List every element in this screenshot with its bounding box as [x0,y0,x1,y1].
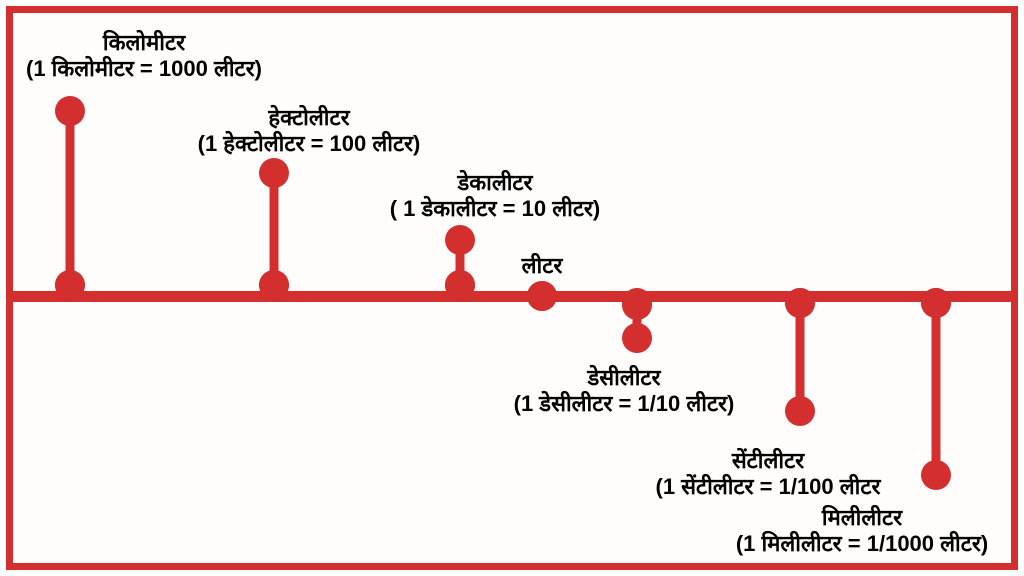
node-deciliter-bottom [622,323,652,353]
unit-definition-milliliter: (1 मिलीलीटर = 1/1000 लीटर) [735,530,989,556]
stem-deciliter [632,300,642,340]
node-kilometer-top [55,96,85,126]
unit-label-hectoliter: हेक्टोलीटर (1 हेक्टोलीटर = 100 लीटर) [176,105,442,157]
unit-label-centiliter: सेंटीलीटर (1 सेंटीलीटर = 1/100 लीटर [618,448,918,500]
unit-name-milliliter: मिलीलीटर [821,505,903,530]
stem-centiliter [795,300,805,412]
node-milliliter-bottom [921,460,951,490]
unit-label-kilometer: किलोमीटर (1 किलोमीटर = 1000 लीटर) [14,30,274,82]
node-hectoliter-base-overlay [259,270,289,300]
node-dekaliter-top [445,225,475,255]
scale-baseline [6,291,1018,302]
unit-name-centiliter: सेंटीलीटर [731,448,805,473]
node-dekaliter-base-overlay [445,270,475,300]
unit-definition-dekaliter: ( 1 डेकालीटर = 10 लीटर) [389,195,601,221]
unit-label-milliliter: मिलीलीटर (1 मिलीलीटर = 1/1000 लीटर) [716,505,1008,557]
unit-definition-deciliter: (1 डेसीलीटर = 1/10 लीटर) [513,390,735,416]
node-centiliter-bottom [785,396,815,426]
stem-milliliter [931,300,941,476]
unit-definition-centiliter: (1 सेंटीलीटर = 1/100 लीटर [655,473,881,499]
node-deciliter-top-overlay [622,290,652,320]
unit-name-kilometer: किलोमीटर [102,30,186,55]
stem-dekaliter [455,239,465,296]
node-centiliter-top-overlay [785,288,815,318]
unit-definition-kilometer: (1 किलोमीटर = 1000 लीटर) [26,55,262,81]
red-border-frame [6,6,1018,570]
node-milliliter-top-overlay [921,288,951,318]
node-liter-base-overlay [527,281,557,311]
unit-label-dekaliter: डेकालीटर ( 1 डेकालीटर = 10 लीटर) [364,170,626,222]
unit-label-deciliter: डेसीलीटर (1 डेसीलीटर = 1/10 लीटर) [487,365,761,417]
unit-definition-hectoliter: (1 हेक्टोलीटर = 100 लीटर) [197,130,421,156]
stem-kilometer [65,110,75,296]
unit-label-liter: लीटर [478,253,606,279]
unit-name-deciliter: डेसीलीटर [587,365,661,390]
stem-hectoliter [269,172,279,296]
unit-name-dekaliter: डेकालीटर [457,170,533,195]
unit-name-hectoliter: हेक्टोलीटर [268,105,350,130]
node-kilometer-base-overlay [55,270,85,300]
node-hectoliter-top [259,158,289,188]
unit-name-liter: लीटर [521,253,563,278]
